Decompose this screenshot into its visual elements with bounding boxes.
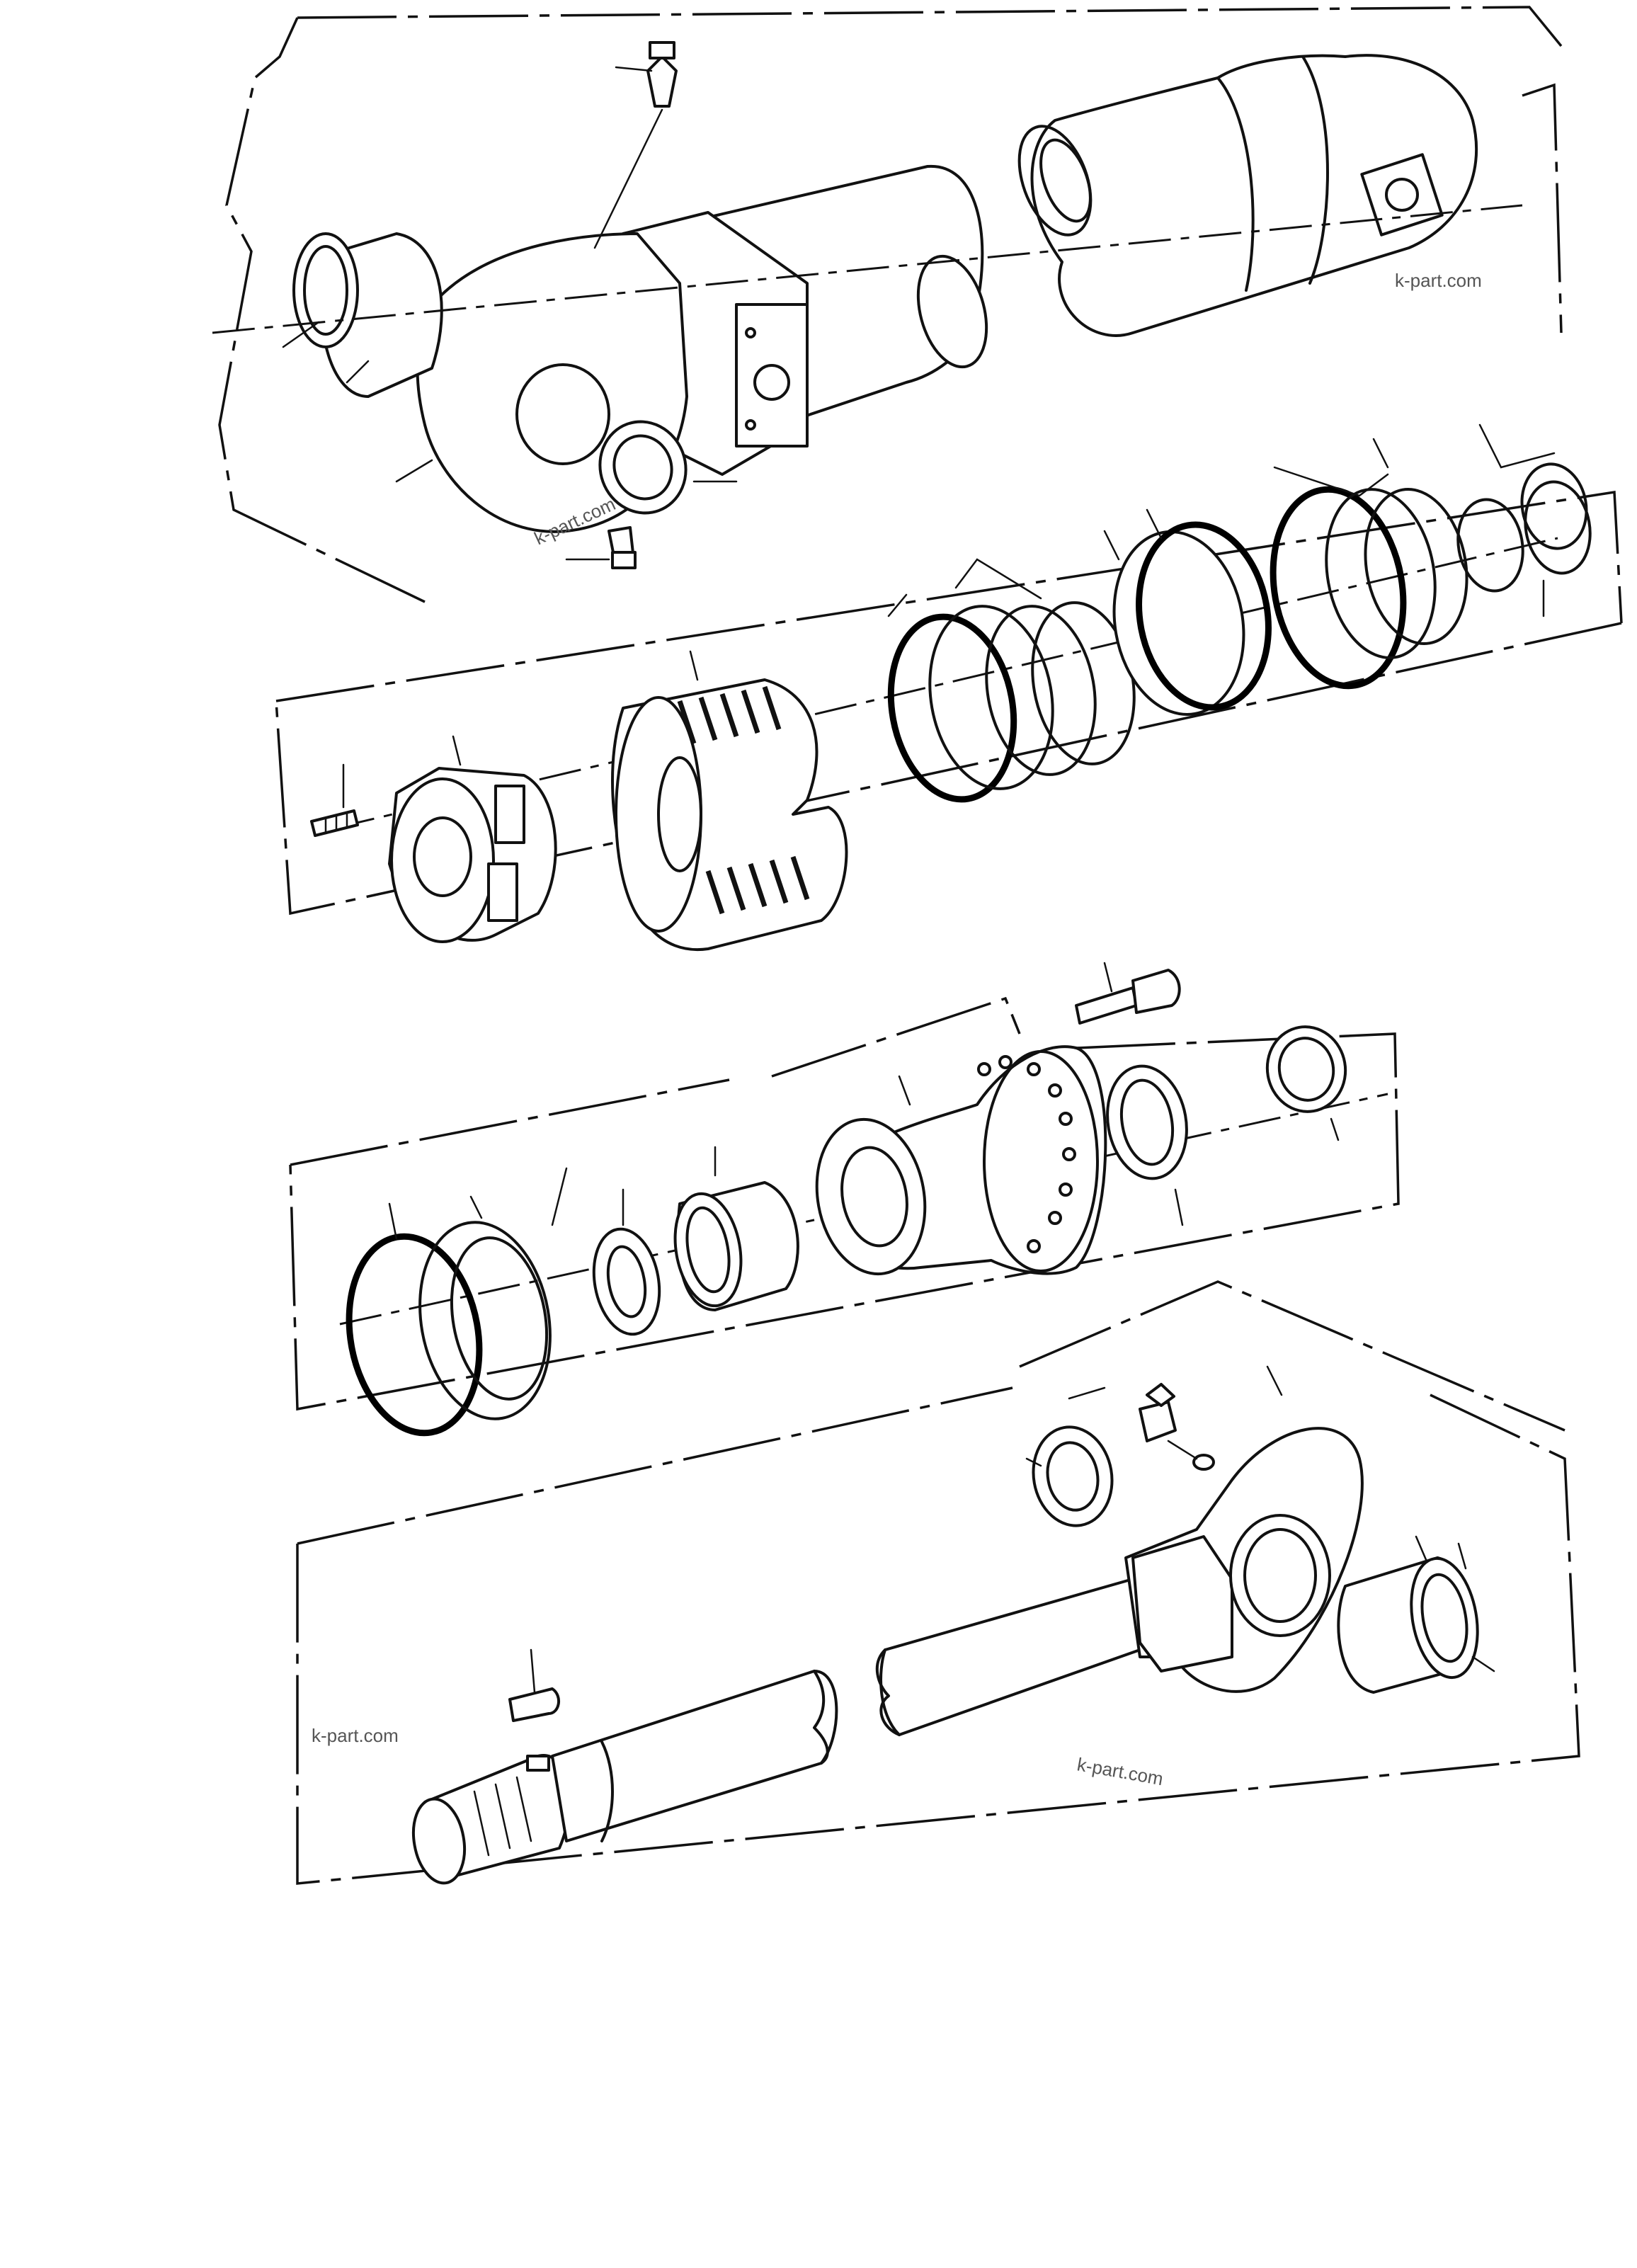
group-frame-rod xyxy=(296,1280,1580,1885)
gland-flange xyxy=(983,1050,1099,1272)
piston-seal-2 xyxy=(985,605,1097,776)
gland-seal-ring xyxy=(1106,1064,1188,1180)
rod-shaft-front xyxy=(551,1670,838,1842)
rod-collar xyxy=(600,1740,614,1842)
grease-nipple-top xyxy=(593,41,678,249)
watermark-4: k-part.com xyxy=(1076,1753,1165,1789)
wear-ring-1 xyxy=(1112,530,1245,716)
gland-wiper-ring xyxy=(1265,1025,1347,1113)
rod-eye-seal xyxy=(1032,1425,1114,1527)
gland-group xyxy=(289,962,1400,1437)
backup-ring xyxy=(1456,498,1524,593)
tube-collar-line xyxy=(1301,55,1329,285)
head-port-hole xyxy=(753,364,790,401)
wiper-seal xyxy=(592,1227,661,1336)
gland-bolt xyxy=(1075,962,1181,1025)
tube-bore-inner xyxy=(1039,138,1092,223)
piston-rod-group: k-part.com k-part.com xyxy=(296,1280,1580,1885)
piston-group xyxy=(275,423,1623,952)
rod-break-right xyxy=(875,1648,901,1736)
group-frame-piston xyxy=(275,490,1623,916)
group-frame-tube xyxy=(218,6,1563,603)
tube-extension-end xyxy=(916,254,988,369)
rod-shaft-rear xyxy=(879,1578,1141,1736)
gland-backup-ring xyxy=(418,1221,552,1420)
grease-nipple-bottom xyxy=(608,526,637,569)
tube-port-hole xyxy=(1385,178,1419,212)
centerline-2 xyxy=(332,537,1558,830)
guide-ring xyxy=(1524,480,1592,575)
rod-thread-face xyxy=(411,1797,467,1885)
centerline-1 xyxy=(212,204,1523,334)
rod-seal-outer xyxy=(1270,486,1407,690)
eye-bore xyxy=(515,363,610,465)
gland-bolt-holes xyxy=(977,1055,1076,1253)
piston-seal-1 xyxy=(928,605,1054,790)
cylinder-tube-group: k-part.com k-part.com xyxy=(212,6,1563,603)
rod-eye-bore xyxy=(1229,1514,1331,1637)
tube-step-line xyxy=(1216,76,1255,292)
set-screw xyxy=(310,763,359,837)
rod-key xyxy=(508,1648,560,1772)
rod-seal-mid xyxy=(1325,488,1437,659)
watermark-1: k-part.com xyxy=(1395,270,1482,291)
wear-ring-2 xyxy=(1136,521,1272,711)
watermark-3: k-part.com xyxy=(312,1725,399,1746)
piston-nut xyxy=(388,735,557,943)
piston-body xyxy=(611,650,848,952)
rod-seal-inner xyxy=(1364,487,1468,646)
rod-grease-nipple xyxy=(1139,1383,1198,1460)
rod-break-left xyxy=(813,1670,829,1765)
rod-eye xyxy=(1124,1427,1364,1693)
rod-threaded-end xyxy=(411,1754,571,1885)
piston-o-ring xyxy=(887,613,1017,803)
rod-eye-bushing xyxy=(1337,1535,1495,1694)
piston-nut-face xyxy=(390,777,495,943)
